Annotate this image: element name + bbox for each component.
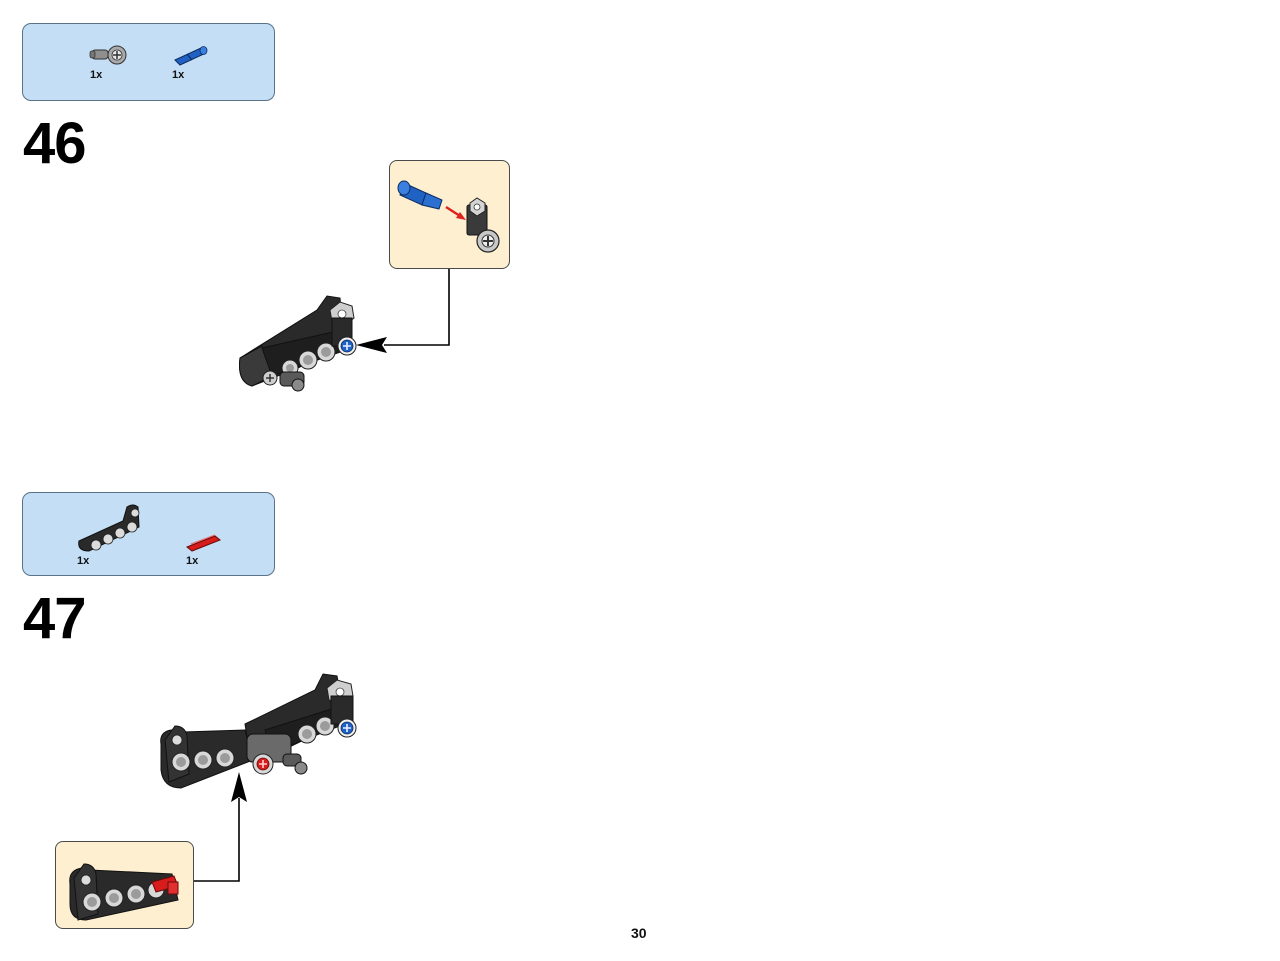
part-quantity: 1x [186, 555, 199, 567]
parts-list-step-46: 1x 1x [22, 23, 275, 101]
arrow-step-47 [194, 798, 240, 882]
part-quantity: 1x [90, 69, 103, 81]
part-quantity: 1x [77, 555, 90, 567]
assembly-model-step-46 [239, 295, 357, 392]
gray-axle-pin-connector-icon [89, 45, 127, 65]
step-number: 47 [23, 586, 87, 651]
red-axle-icon [186, 534, 221, 552]
blue-axle-pin-icon [174, 46, 208, 66]
assembly-model-step-47 [160, 673, 357, 789]
part-quantity: 1x [172, 69, 185, 81]
parts-list-step-47: 1x 1x [22, 492, 275, 576]
black-angled-beam-icon [78, 504, 140, 552]
arrow-step-46 [384, 269, 450, 346]
step-number: 46 [23, 111, 87, 176]
sub-assembly-callout-step-46 [389, 160, 510, 269]
axle-into-beam-illustration [69, 863, 179, 921]
page-number: 30 [631, 925, 647, 941]
sub-assembly-callout-step-47 [55, 841, 194, 929]
pin-into-connector-illustration [397, 180, 500, 253]
